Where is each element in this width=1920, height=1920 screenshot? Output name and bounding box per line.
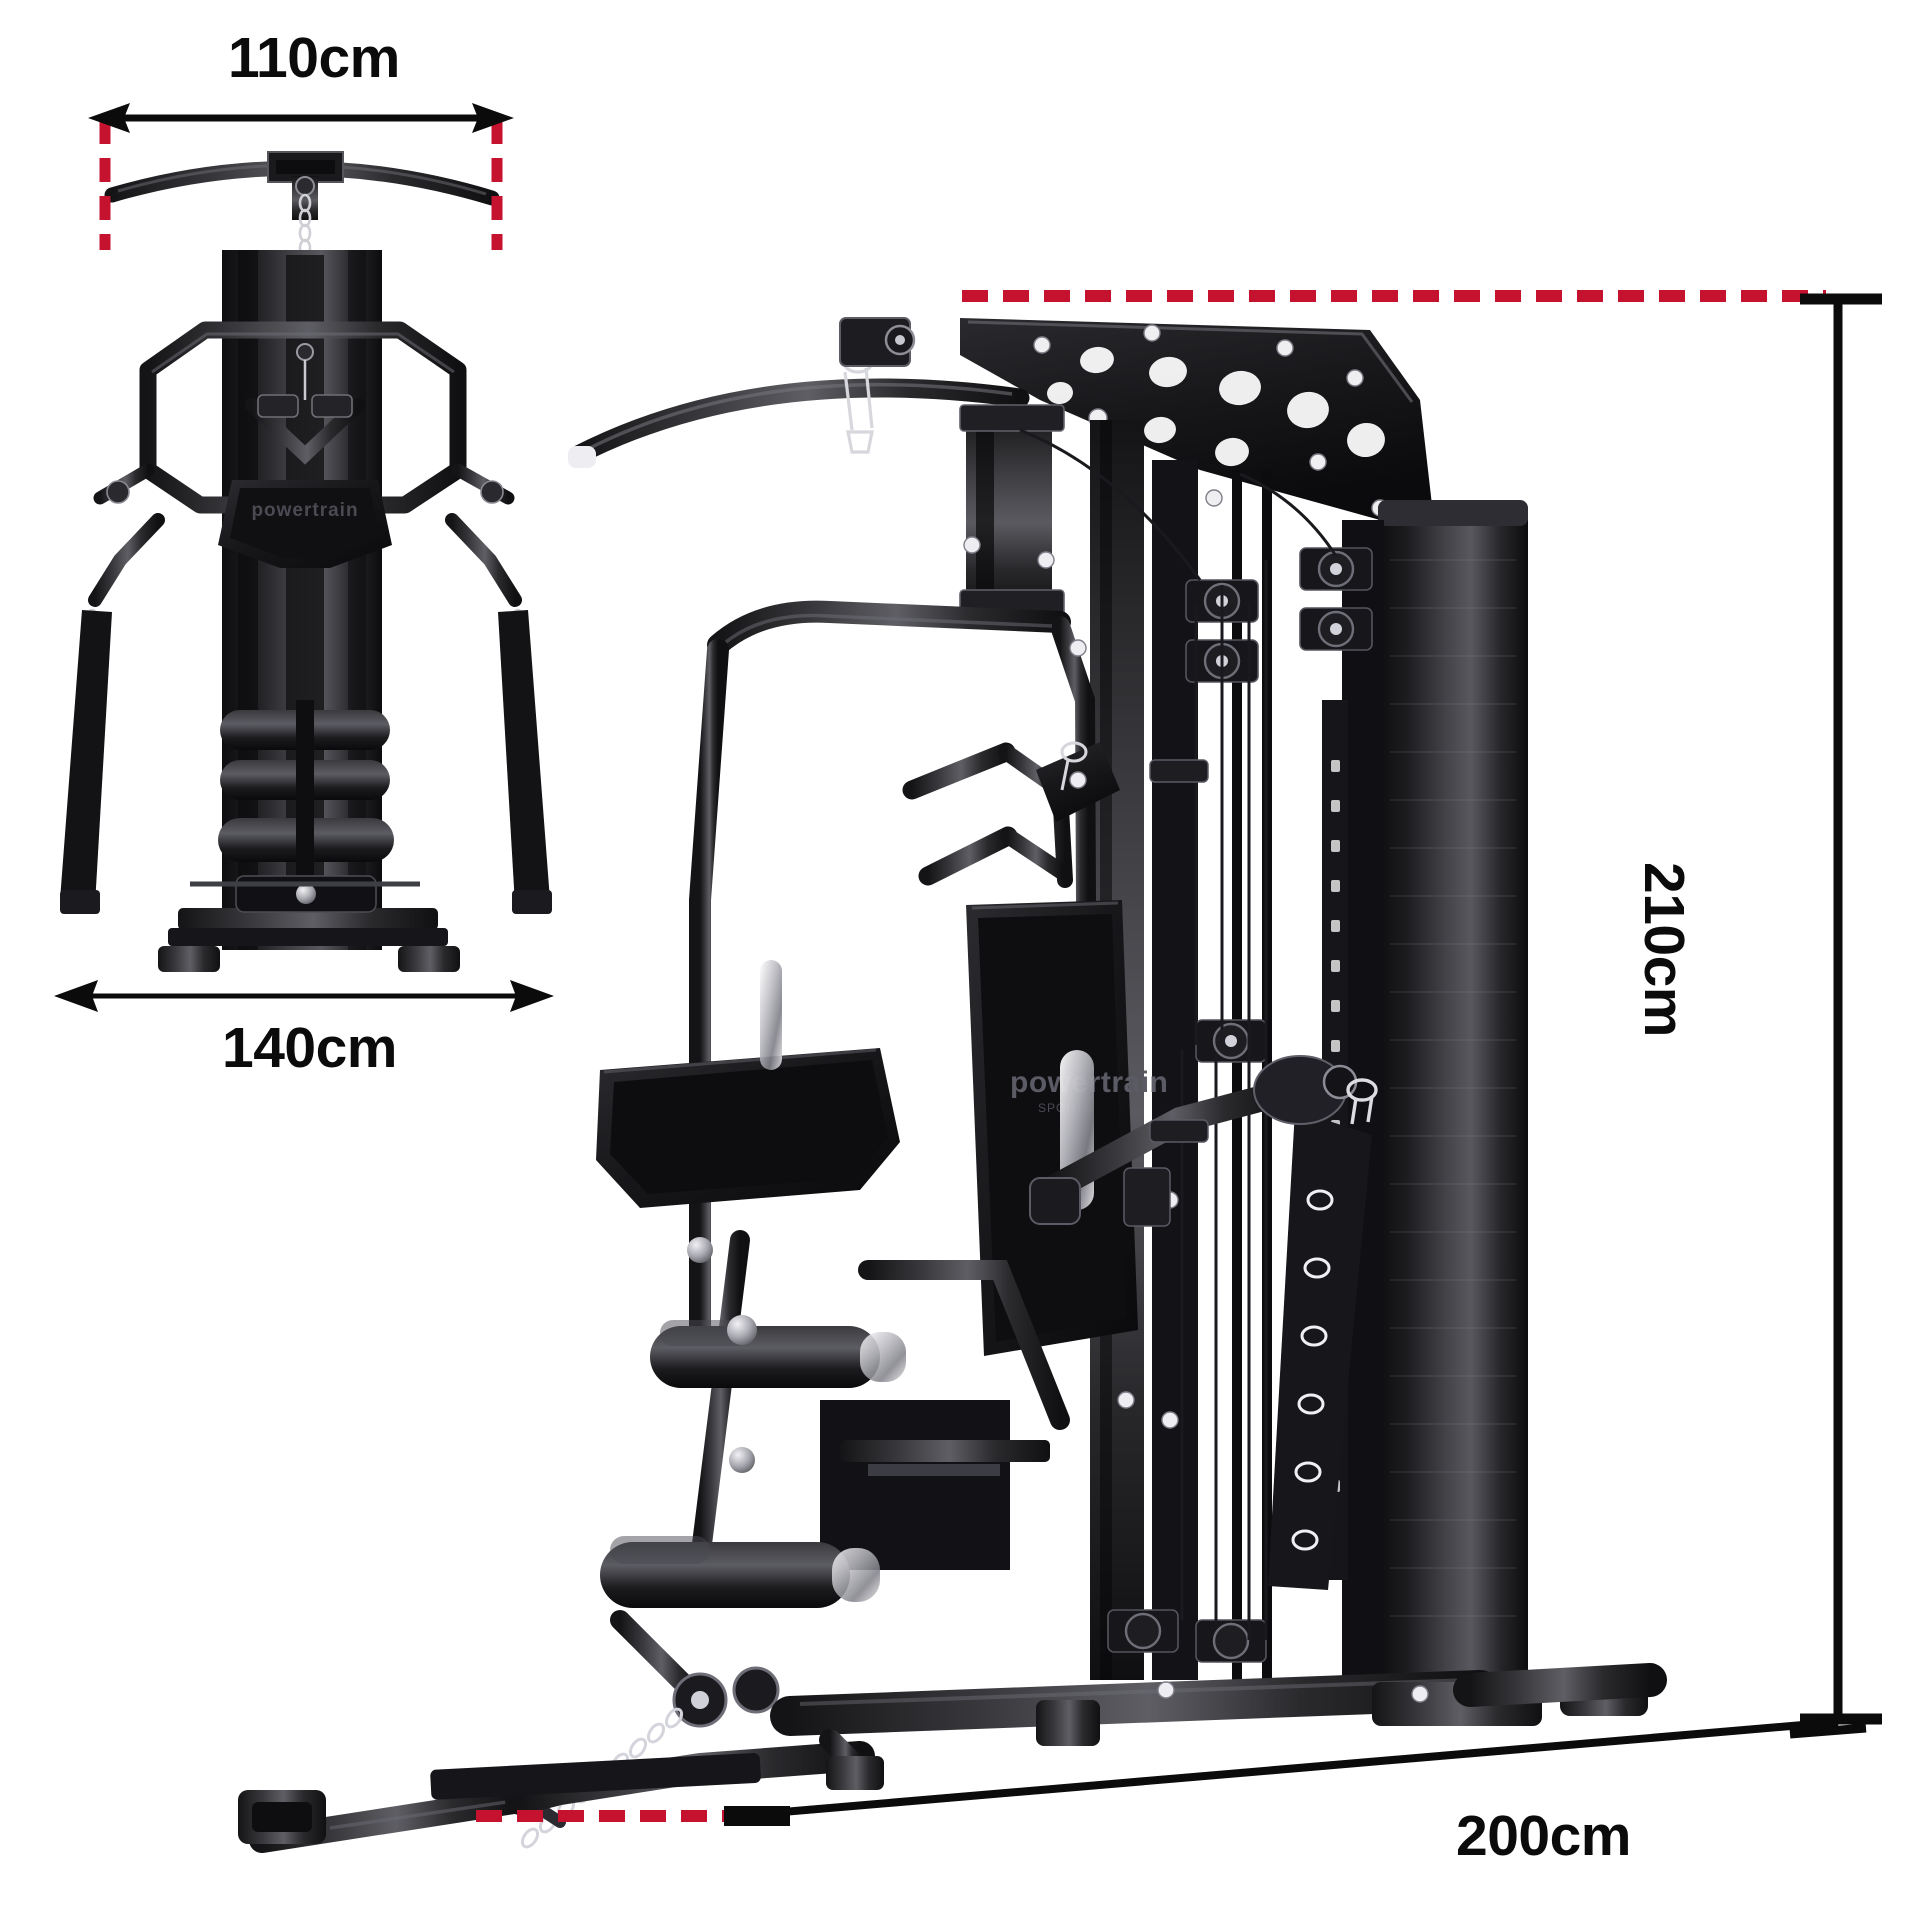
- depth-top-dimension-arrow: [54, 980, 554, 1012]
- height-dimension-label: 210cm: [1632, 862, 1696, 1037]
- depth-side-dimension-line: [724, 1718, 1867, 1826]
- side-view-illustration: powertrain SPORTS: [238, 317, 1667, 1853]
- svg-text:powertrain: powertrain: [251, 500, 358, 521]
- width-dimension-arrow: [88, 103, 514, 133]
- depth-top-dimension-label: 140cm: [222, 1016, 398, 1080]
- width-dimension-label: 110cm: [228, 26, 400, 90]
- leg-rollers: [600, 1320, 906, 1608]
- depth-side-dimension-label: 200cm: [1456, 1804, 1632, 1868]
- top-view-illustration: powertrain: [60, 151, 552, 972]
- height-dimension-line: [1800, 293, 1882, 1725]
